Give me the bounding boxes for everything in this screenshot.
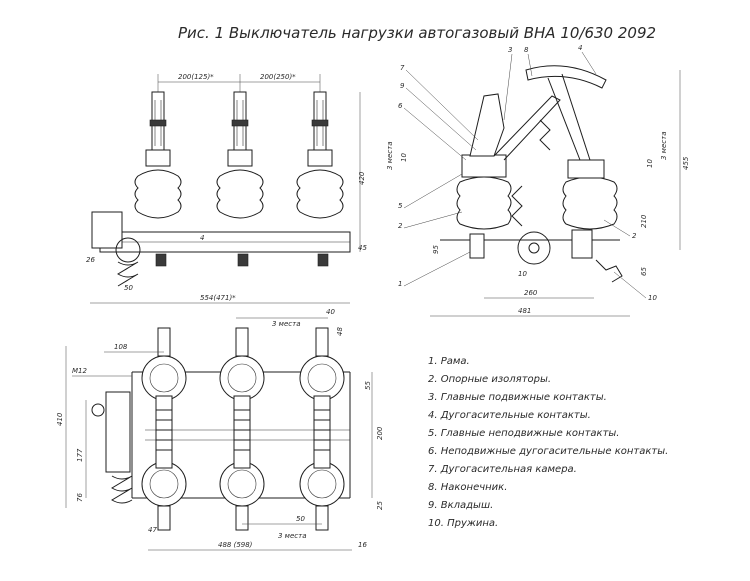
side-callout-8: 8 (524, 46, 529, 54)
front-dim-26: 26 (86, 256, 95, 264)
front-dim-height: 420 (358, 171, 366, 185)
side-dim-95: 95 (432, 245, 440, 254)
side-dim-10b: 10 (646, 159, 654, 168)
top-dim-177: 177 (76, 448, 84, 462)
side-dim-3-mesta-r: 3 места (660, 132, 668, 160)
legend-item-1: 1. Рама. (428, 356, 470, 367)
legend-item-8: 8. Наконечник. (428, 482, 507, 493)
side-dim-210: 210 (640, 214, 648, 228)
top-dim-3-mesta-b: 3 места (278, 532, 306, 540)
legend-item-10: 10. Пружина. (428, 518, 498, 529)
legend-item-9: 9. Вкладыш. (428, 500, 493, 511)
side-dim-260: 260 (524, 289, 538, 297)
top-dim-55: 55 (364, 381, 372, 390)
side-view: 7 9 6 3 8 4 5 2 1 2 10 3 места 10 455 3 … (386, 44, 690, 317)
side-callout-7: 7 (400, 64, 405, 72)
pole-2 (216, 91, 264, 219)
legend-item-5: 5. Главные неподвижные контакты. (428, 428, 619, 439)
side-dim-10c: 10 (518, 270, 527, 278)
front-dim-spacing-1: 200(125)* (178, 73, 214, 81)
top-dim-width: 488 (598) (218, 541, 253, 549)
top-dim-200: 200 (376, 426, 384, 440)
side-callout-5: 5 (398, 202, 403, 210)
side-dim-10: 10 (400, 153, 408, 162)
front-dim-spacing-2: 200(250)* (260, 73, 296, 81)
top-dim-47: 47 (148, 526, 157, 534)
front-dim-45: 45 (358, 244, 367, 252)
top-dim-25: 25 (376, 501, 384, 510)
pole-3 (296, 91, 344, 219)
phase-a (141, 355, 187, 507)
side-callout-3: 3 (508, 46, 512, 54)
phase-b (219, 355, 265, 507)
legend-item-3: 3. Главные подвижные контакты. (428, 392, 607, 403)
side-callout-9: 9 (400, 82, 405, 90)
side-callout-2: 2 (398, 222, 403, 230)
top-dim-16: 16 (358, 541, 367, 549)
front-view: 200(125)* 200(250)* 4 (86, 73, 367, 304)
parts-legend: 1. Рама. 2. Опорные изоляторы. 3. Главны… (428, 356, 668, 529)
top-dim-3-mesta: 3 места (272, 320, 300, 328)
legend-item-7: 7. Дугогасительная камера. (428, 464, 577, 475)
front-label-4: 4 (200, 234, 204, 242)
side-dim-3-mesta: 3 места (386, 142, 394, 170)
legend-item-6: 6. Неподвижные дугогасительные контакты. (428, 446, 668, 457)
side-dim-65: 65 (640, 267, 648, 276)
side-callout-1: 1 (398, 280, 402, 288)
top-dim-40: 40 (326, 308, 335, 316)
pole-1 (134, 91, 182, 219)
side-dim-481: 481 (518, 307, 531, 315)
top-dim-50: 50 (296, 515, 305, 523)
side-callout-4: 4 (578, 44, 582, 52)
top-dim-76: 76 (76, 493, 84, 502)
side-callout-10: 10 (648, 294, 657, 302)
legend-item-4: 4. Дугогасительные контакты. (428, 410, 591, 421)
legend-item-2: 2. Опорные изоляторы. (428, 374, 551, 385)
side-callout-6: 6 (398, 102, 403, 110)
side-callout-2b: 2 (632, 232, 637, 240)
front-dim-width: 554(471)* (200, 294, 236, 302)
phase-c (299, 355, 345, 507)
top-view: 40 3 места 48 108 M12 410 177 76 55 200 … (56, 308, 384, 551)
top-dim-48: 48 (336, 327, 344, 336)
top-dim-108: 108 (114, 343, 128, 351)
drawing-title: Рис. 1 Выключатель нагрузки автогазовый … (178, 24, 656, 42)
side-dim-455: 455 (682, 156, 690, 170)
top-dim-m12: M12 (72, 367, 87, 375)
top-dim-410: 410 (56, 412, 64, 426)
front-dim-50: 50 (124, 284, 133, 292)
